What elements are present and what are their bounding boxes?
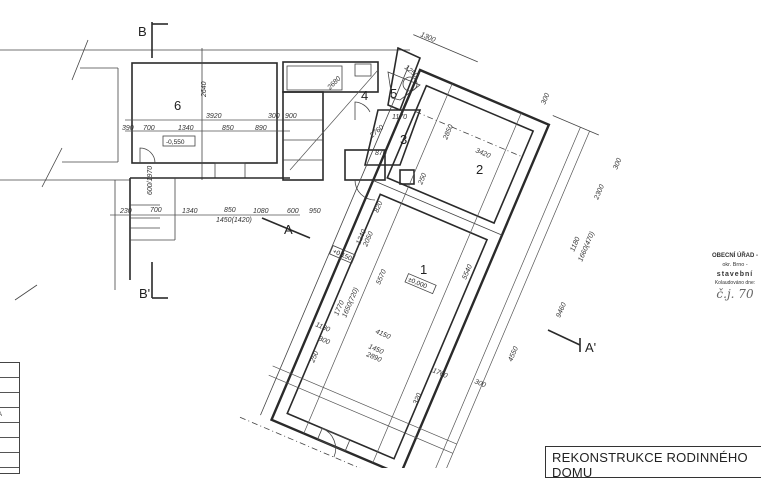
svg-text:600/1970: 600/1970 — [147, 166, 154, 195]
svg-text:300: 300 — [317, 335, 331, 346]
approval-stamp: OBECNÍ ÚŘAD - okr. Brno - stavební Kolau… — [700, 252, 761, 301]
stamp-handwritten-ref: č.j. 70 — [716, 287, 754, 301]
svg-text:390: 390 — [122, 125, 134, 132]
svg-text:1340: 1340 — [178, 125, 194, 132]
svg-text:600: 600 — [287, 208, 299, 215]
legend-row — [0, 378, 19, 393]
svg-text:4150: 4150 — [374, 328, 391, 341]
svg-text:850: 850 — [224, 207, 236, 214]
svg-text:1300: 1300 — [419, 31, 436, 44]
room-1-label: 1 — [420, 262, 427, 277]
svg-text:320: 320 — [412, 392, 423, 406]
svg-text:2640: 2640 — [201, 81, 208, 98]
svg-text:1170: 1170 — [392, 114, 407, 121]
drawing-title-block: REKONSTRUKCE RODINNÉHO DOMU — [545, 446, 761, 480]
svg-text:300: 300 — [612, 157, 623, 171]
room-6-walls — [131, 62, 278, 164]
legend-row — [0, 423, 19, 438]
room-2-walls — [386, 84, 535, 225]
legend-row — [0, 438, 19, 453]
svg-text:1080: 1080 — [253, 208, 269, 215]
svg-text:3420: 3420 — [474, 147, 491, 160]
svg-text:2850: 2850 — [442, 124, 455, 142]
svg-text:A: A — [284, 222, 293, 237]
washbasin — [354, 63, 372, 77]
svg-text:950: 950 — [309, 208, 321, 215]
svg-text:900: 900 — [285, 113, 297, 120]
svg-text:700: 700 — [150, 207, 162, 214]
room-5-label: 5 — [390, 86, 397, 101]
legend-row — [0, 453, 19, 468]
svg-text:5570: 5570 — [375, 269, 388, 286]
door-swing-room6 — [139, 147, 156, 164]
drawing-title: REKONSTRUKCE RODINNÉHO DOMU — [552, 450, 748, 480]
section-marker-b-bottom: B' — [139, 262, 168, 301]
svg-text:B': B' — [139, 286, 150, 301]
section-marker-a-right: A' — [547, 329, 596, 355]
svg-text:300: 300 — [540, 92, 551, 106]
legend-table: A — [0, 362, 20, 474]
svg-text:1340: 1340 — [182, 208, 198, 215]
svg-text:1450(1420): 1450(1420) — [216, 217, 252, 224]
room-2-label: 2 — [476, 162, 483, 177]
legend-row — [0, 363, 19, 378]
stamp-approval-date-label: Kolaudováno dne: — [714, 280, 756, 286]
legend-row: A — [0, 408, 19, 423]
svg-text:870: 870 — [375, 150, 387, 157]
svg-text:300: 300 — [268, 113, 280, 120]
svg-text:2300: 2300 — [593, 184, 606, 202]
section-marker-a-left: A — [261, 217, 311, 239]
section-marker-b-top: B — [138, 22, 168, 58]
svg-text:A': A' — [585, 340, 596, 355]
svg-text:1660(470): 1660(470) — [577, 231, 596, 263]
room-6-label: 6 — [174, 98, 181, 113]
chimney — [399, 169, 415, 185]
svg-text:820: 820 — [373, 200, 384, 214]
bathtub — [286, 65, 343, 91]
svg-text:250: 250 — [309, 350, 320, 365]
dimension-line-right — [429, 130, 590, 468]
entrance-door — [317, 427, 351, 452]
svg-text:250: 250 — [417, 172, 428, 187]
svg-text:850: 850 — [222, 125, 234, 132]
level-box-room6 — [162, 135, 196, 147]
svg-text:890: 890 — [255, 125, 267, 132]
level-room-6: -0,550 — [166, 139, 185, 146]
svg-text:300: 300 — [473, 378, 487, 389]
stamp-office: OBECNÍ ÚŘAD - — [712, 253, 758, 259]
room-3-label: 3 — [400, 132, 407, 147]
stamp-district: okr. Brno - — [722, 262, 748, 268]
legend-row — [0, 393, 19, 408]
svg-text:700: 700 — [143, 125, 155, 132]
svg-text:B: B — [138, 24, 147, 39]
room-5-fixture — [387, 71, 421, 101]
room-4-label: 4 — [361, 88, 368, 103]
svg-text:230: 230 — [119, 208, 132, 215]
svg-text:3920: 3920 — [206, 113, 222, 120]
stamp-department: stavební — [716, 271, 754, 278]
main-house-outline — [269, 68, 551, 468]
svg-text:9460: 9460 — [555, 302, 568, 319]
svg-text:5540: 5540 — [461, 264, 474, 281]
level-room-1: ±0,000 — [407, 276, 428, 290]
svg-text:1180: 1180 — [569, 236, 581, 253]
floor-plan-drawing: B B' A A' 6 4 5 3 2 1 -0,550 +0,150 ±0,0… — [0, 22, 623, 468]
svg-text:4550: 4550 — [507, 346, 520, 363]
